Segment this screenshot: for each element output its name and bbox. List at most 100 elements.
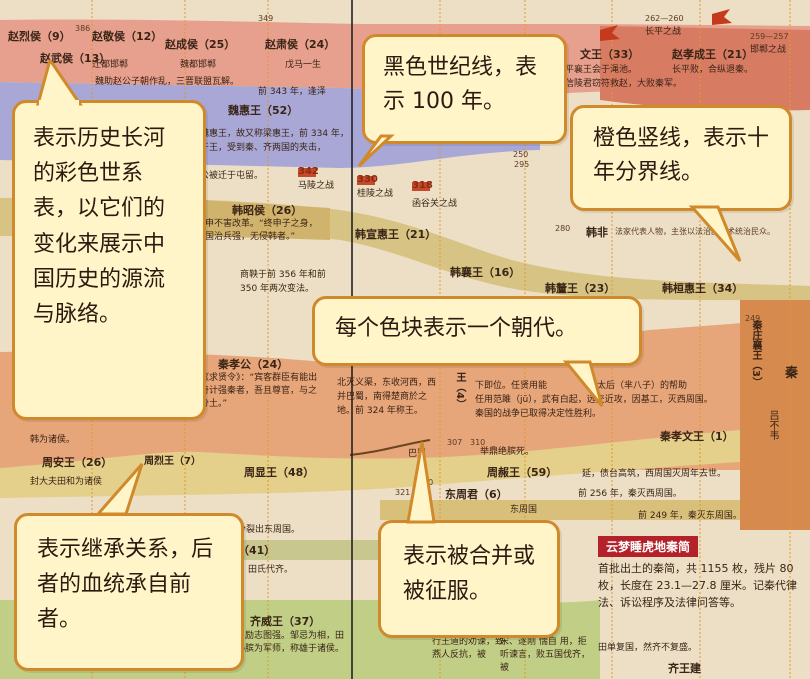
- year-mark: 349: [258, 14, 274, 23]
- band-qin-dark: [740, 300, 810, 530]
- state-label: 东周君（6）: [445, 488, 508, 501]
- year-mark: 250: [513, 150, 529, 159]
- note: 长平之战: [645, 27, 682, 37]
- state-label: 文王（33）: [580, 48, 640, 61]
- callout-pointer: [406, 441, 436, 524]
- note: 吕不韦: [767, 410, 778, 440]
- note: 申不害改革。“终申子之身，国治兵强，无侵韩者。”: [205, 219, 318, 242]
- note: 巴蜀: [408, 449, 427, 459]
- state-label: 韩昭侯（26）: [232, 204, 303, 217]
- battle-marker: [298, 168, 316, 177]
- note: 举鼎绝膑死。: [480, 447, 535, 457]
- state-label: 王（4）: [454, 372, 465, 409]
- callout-dynasty: 每个色块表示一个朝代。: [312, 296, 642, 366]
- note: 田单复国，然齐不复盛。: [598, 643, 698, 653]
- note: 法家代表人物，主张以法治国，术统治民众。: [615, 227, 775, 236]
- state-label: 秦庄襄王（3）: [750, 320, 761, 387]
- state-label: 周赧王（59）: [487, 466, 558, 479]
- state-label: 赵武侯（13）: [40, 52, 111, 65]
- note: 邯郸之战: [750, 45, 787, 55]
- state-label: 齐威王（37）: [250, 615, 321, 628]
- year-mark: 280: [555, 224, 571, 233]
- state-label: 赵成侯（25）: [165, 38, 236, 51]
- year-mark: 259—257: [750, 32, 789, 41]
- note: 行王道的劝谏，致燕人反抗，被: [432, 637, 505, 660]
- callout-decade: 橙色竖线，表示十年分界线。: [570, 105, 792, 211]
- year-mark: 262—260: [645, 14, 684, 23]
- state-label: 秦: [785, 366, 799, 381]
- state-label: 周显王（48）: [244, 466, 315, 479]
- battle-label: 马陵之战: [298, 181, 335, 191]
- year-mark: 318: [412, 180, 433, 191]
- note: 延，债台高筑，西周国灭周年去世。: [582, 469, 727, 479]
- note: 前 343 年，逢泽: [258, 87, 326, 97]
- note: 魏都邯郸: [180, 60, 217, 70]
- year-mark: 321: [395, 488, 411, 497]
- state-label: 周烈王（7）: [144, 456, 201, 467]
- note: 迁都邯郸: [92, 60, 129, 70]
- note: 秦国的战争已取得决定性胜利。: [475, 409, 602, 419]
- battle-label: 桂陵之战: [357, 189, 394, 199]
- note: 魏惠王，故又称梁惠王，前 334 年，: [200, 129, 349, 139]
- year-mark: 386: [75, 24, 91, 33]
- state-label: 韩桓惠王（34）: [662, 282, 744, 295]
- callout-century: 黑色世纪线，表示 100 年。: [362, 34, 567, 144]
- state-label: 齐王建: [668, 662, 701, 675]
- note: 商鞅于前 356 年和前 350 年两次变法。: [240, 270, 326, 294]
- callout-merge: 表示被合并或被征服。: [378, 520, 560, 638]
- note: 前 256 年，秦灭西周国。: [578, 489, 682, 499]
- state-label: 韩釐王（23）: [545, 282, 616, 295]
- note: 太后（芈八子）的帮助: [597, 381, 688, 391]
- state-label: 周安王（26）: [42, 456, 113, 469]
- year-mark: 307: [447, 438, 463, 447]
- year-mark: 310: [470, 438, 486, 447]
- note: 任用范雎（jū），武有白起，远交近攻，因基工，灭西周国。: [475, 395, 713, 405]
- note: 前 249 年，秦灭东周国。: [638, 511, 742, 521]
- year-mark: 342: [298, 166, 319, 177]
- state-label: 赵烈侯（9）: [8, 30, 71, 43]
- callout-pointer: [357, 134, 395, 168]
- state-label: 赵孝成王（21）: [672, 48, 754, 61]
- callout-pointer: [562, 360, 604, 407]
- note: 田氏代齐。: [248, 565, 294, 575]
- highlight-title: 云梦睡虎地秦简: [598, 536, 699, 557]
- callout-inherit: 表示继承关系，后者的血统承自前者。: [14, 513, 244, 671]
- battle-label: 函谷关之战: [412, 199, 458, 209]
- note: 公被迁于屯留。: [200, 171, 264, 181]
- note: 北灭义渠，东收河西，西并巴蜀，南得楚商於之地。前 324 年称王。: [337, 378, 437, 416]
- note: 魏助赵公子朝作乱，三晋联盟瓦解。: [95, 77, 240, 87]
- band-zhao-dark: [600, 26, 810, 111]
- state-label: 韩襄王（16）: [450, 266, 521, 279]
- note: 于王，受到秦、齐两国的夹击，: [200, 143, 327, 153]
- note: 东周国: [510, 505, 538, 515]
- note: 平襄王会于渑池。: [565, 65, 638, 75]
- note: 西周国分裂出东周国。: [210, 525, 301, 535]
- state-label: 韩非: [586, 226, 608, 239]
- state-label: 赵肃侯（24）: [265, 38, 336, 51]
- battle-marker: [357, 176, 375, 185]
- note: 戊马一生: [285, 60, 322, 70]
- note: 信陵君窃符救赵，大败秦军。: [565, 79, 683, 89]
- callout-pointer: [36, 60, 83, 108]
- year-mark: 330: [357, 174, 378, 185]
- state-label: 魏惠王（52）: [228, 104, 299, 117]
- state-label: 秦孝公（24）: [218, 358, 289, 371]
- note: 内修政理，励志图强。邹忌为相，田忌为将，孙膑为军师，称雄于诸侯。: [200, 631, 345, 654]
- band-zhou-lower: [380, 500, 740, 520]
- highlight-body: 首批出土的秦简，共 1155 枚，残片 80 枚，长度在 23.1—27.8 厘…: [598, 562, 797, 609]
- band-han-upper: [200, 200, 330, 240]
- note: 《求贤令》：“宾客群臣有能出奇计强秦者，吾且尊官，与之分土。”: [200, 373, 318, 409]
- flag-icon: [600, 25, 620, 41]
- note: 封大夫田和为诸侯: [30, 477, 103, 487]
- state-label: 韩宣惠王（21）: [355, 228, 437, 241]
- callout-river: 表示历史长河的彩色世系表，以它们的变化来展示中国历史的源流与脉络。: [12, 100, 206, 420]
- callout-pointer: [688, 205, 742, 262]
- year-mark: 295: [514, 160, 530, 169]
- merge-curve: [349, 439, 431, 456]
- note: 韩为诸侯。: [30, 435, 76, 445]
- note: 宋、遂刚 惴自 用，拒听谏言，败五国伐齐，被: [500, 637, 591, 673]
- year-mark: 249: [745, 314, 761, 323]
- battle-marker: [412, 182, 430, 191]
- note: 长平败，合纵退秦。: [672, 65, 754, 75]
